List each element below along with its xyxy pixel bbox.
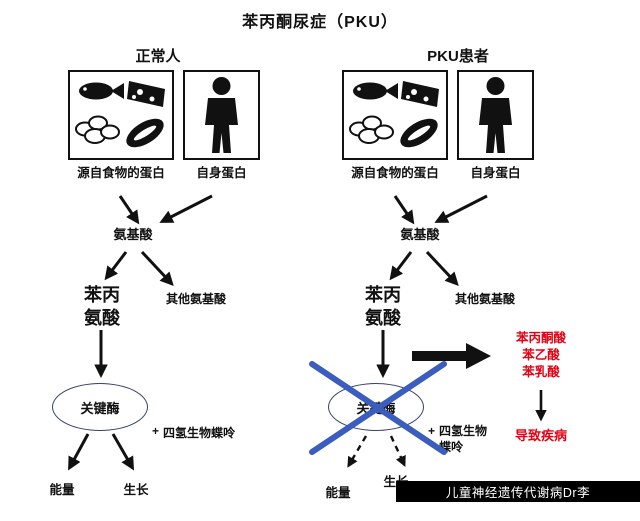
phe-line-2: 氨酸	[84, 307, 120, 328]
right-key-enzyme-node: 关键酶	[328, 383, 424, 431]
arrow-enzyme-to-energy-left	[68, 433, 90, 471]
meat-icon	[400, 118, 438, 148]
plus-sign: +	[152, 424, 160, 438]
phe-line-1: 苯丙	[365, 285, 401, 305]
left-cofactor-label: + 四氢生物蝶呤	[152, 424, 235, 441]
plus-sign: +	[428, 424, 436, 438]
cheese-icon	[401, 81, 439, 107]
page-title: 苯丙酮尿症（PKU）	[242, 14, 398, 31]
left-energy-label: 能量	[49, 483, 75, 497]
right-column-header: PKU患者	[427, 48, 489, 65]
cheese-icon	[127, 81, 165, 107]
arrow-amino-to-other-left	[140, 250, 174, 286]
phe-line-2: 氨酸	[365, 307, 401, 328]
left-key-enzyme-node: 关键酶	[52, 383, 148, 431]
right-energy-label: 能量	[325, 486, 351, 500]
arrow-self-to-amino-right	[434, 194, 488, 223]
arrow-amino-to-phe-right	[389, 251, 413, 281]
arrow-food-to-amino-left	[118, 195, 140, 225]
metabolite-item: 苯丙酮酸	[515, 331, 566, 345]
food-icons	[75, 81, 165, 148]
metabolite-list: 苯丙酮酸 苯乙酸 苯乳酸	[498, 330, 584, 381]
right-self-protein-box	[457, 70, 534, 160]
eggs-icon	[75, 115, 120, 144]
right-food-protein-box	[342, 70, 448, 160]
left-phenylalanine-label: 苯丙 氨酸	[62, 284, 142, 329]
right-cofactor-label: + 四氢生物 蝶呤	[428, 424, 487, 455]
right-food-protein-label: 源自食物的蛋白	[351, 166, 439, 180]
food-icons	[349, 81, 439, 148]
metabolite-item: 苯乳酸	[522, 365, 560, 379]
meat-icon	[126, 118, 164, 148]
metabolite-item: 苯乙酸	[522, 348, 560, 362]
phe-line-1: 苯丙	[84, 285, 120, 305]
arrow-enzyme-to-energy-right-dashed	[347, 435, 368, 468]
cofactor-text: 四氢生物蝶呤	[163, 426, 236, 440]
cofactor-line-2: 蝶呤	[439, 439, 464, 454]
right-self-protein-label: 自身蛋白	[470, 166, 521, 180]
enzyme-label: 关键酶	[356, 400, 396, 416]
arrow-food-to-amino-right	[393, 195, 415, 225]
left-growth-label: 生长	[123, 483, 149, 497]
person-icon	[205, 77, 238, 153]
arrow-enzyme-to-growth-left	[111, 433, 135, 471]
arrow-phe-to-metabolites	[412, 343, 491, 369]
person-icon	[479, 77, 512, 153]
left-column-header: 正常人	[135, 48, 181, 65]
cofactor-line-1: 四氢生物	[439, 424, 488, 438]
arrow-amino-to-phe-left	[104, 251, 128, 281]
right-other-amino-acids-label: 其他氨基酸	[454, 292, 515, 306]
arrow-amino-to-other-right	[425, 250, 459, 286]
arrow-self-to-amino-left	[159, 194, 213, 223]
left-self-protein-box	[183, 70, 260, 160]
eggs-icon	[349, 115, 394, 144]
left-amino-acid-label: 氨基酸	[113, 227, 153, 242]
enzyme-label: 关键酶	[80, 400, 120, 416]
right-amino-acid-label: 氨基酸	[400, 227, 440, 242]
left-self-protein-label: 自身蛋白	[196, 166, 247, 180]
left-food-protein-label: 源自食物的蛋白	[77, 166, 165, 180]
left-other-amino-acids-label: 其他氨基酸	[165, 292, 226, 306]
left-food-protein-box	[68, 70, 174, 160]
fish-icon	[353, 82, 398, 100]
watermark-banner: 儿童神经遗传代谢病Dr李	[396, 481, 640, 502]
right-phenylalanine-label: 苯丙 氨酸	[343, 284, 423, 329]
disease-label: 导致疾病	[514, 428, 567, 443]
fish-icon	[79, 82, 124, 100]
arrow-enzyme-to-growth-right-dashed	[389, 435, 406, 467]
watermark-text: 儿童神经遗传代谢病Dr李	[445, 486, 591, 500]
